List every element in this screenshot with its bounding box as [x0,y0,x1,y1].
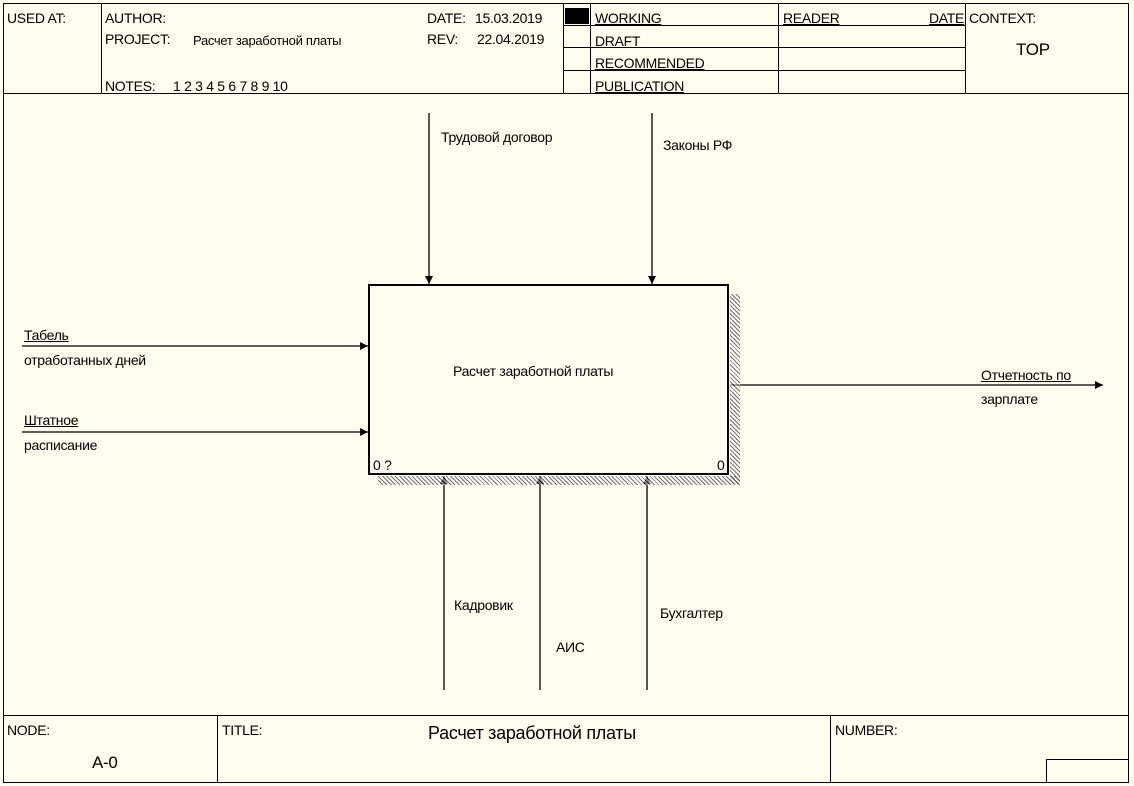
date-value: 15.03.2019 [475,10,543,26]
status-publication: PUBLICATION [595,78,685,94]
output-label-1-line1[interactable]: Отчетность по [981,367,1071,383]
input-label-2-line1[interactable]: Штатное [24,412,79,428]
control-label-2[interactable]: Законы РФ [663,137,733,153]
author-label: AUTHOR: [105,10,166,26]
rev-value: 22.04.2019 [477,31,545,47]
node-label: NODE: [7,722,50,738]
node-value: A-0 [92,753,118,772]
output-label-1-line2[interactable]: зарплате [981,391,1038,407]
status-draft: DRAFT [595,33,641,49]
project-value: Расчет заработной платы [193,33,342,48]
status-working: WORKING [595,10,662,26]
input-label-2-line2[interactable]: расписание [24,437,98,453]
activity-name: Расчет заработной платы [453,363,614,379]
project-label: PROJECT: [105,31,171,47]
notes-label: NOTES: [105,78,156,94]
mechanism-label-3[interactable]: Бухгалтер [660,605,723,621]
reader-label: READER [783,10,840,26]
number-label: NUMBER: [835,722,898,738]
mechanism-label-2[interactable]: АИС [556,639,585,655]
title-label: TITLE: [222,722,263,738]
control-label-1[interactable]: Трудовой договор [441,129,553,145]
notes-value: 1 2 3 4 5 6 7 8 9 10 [173,78,288,94]
activity-shadow-right [730,294,740,484]
activity-box[interactable] [368,284,729,475]
context-label: CONTEXT: [969,10,1036,26]
input-label-1-line1[interactable]: Табель [24,327,69,343]
date-label: DATE: [427,10,466,26]
input-label-1-line2[interactable]: отработанных дней [24,352,146,368]
activity-node-number: 0 ? [373,457,392,473]
reader-date-label: DATE [929,10,965,26]
context-value: TOP [1016,40,1050,59]
mechanism-label-1[interactable]: Кадровик [454,597,513,613]
status-working-marker [565,8,589,24]
used-at-label: USED AT: [7,10,66,26]
footer-title: Расчет заработной платы [428,723,636,743]
rev-label: REV: [427,31,458,47]
activity-cost: 0 [717,457,725,473]
status-recommended: RECOMMENDED [595,55,705,71]
activity-shadow-bottom [378,476,740,485]
